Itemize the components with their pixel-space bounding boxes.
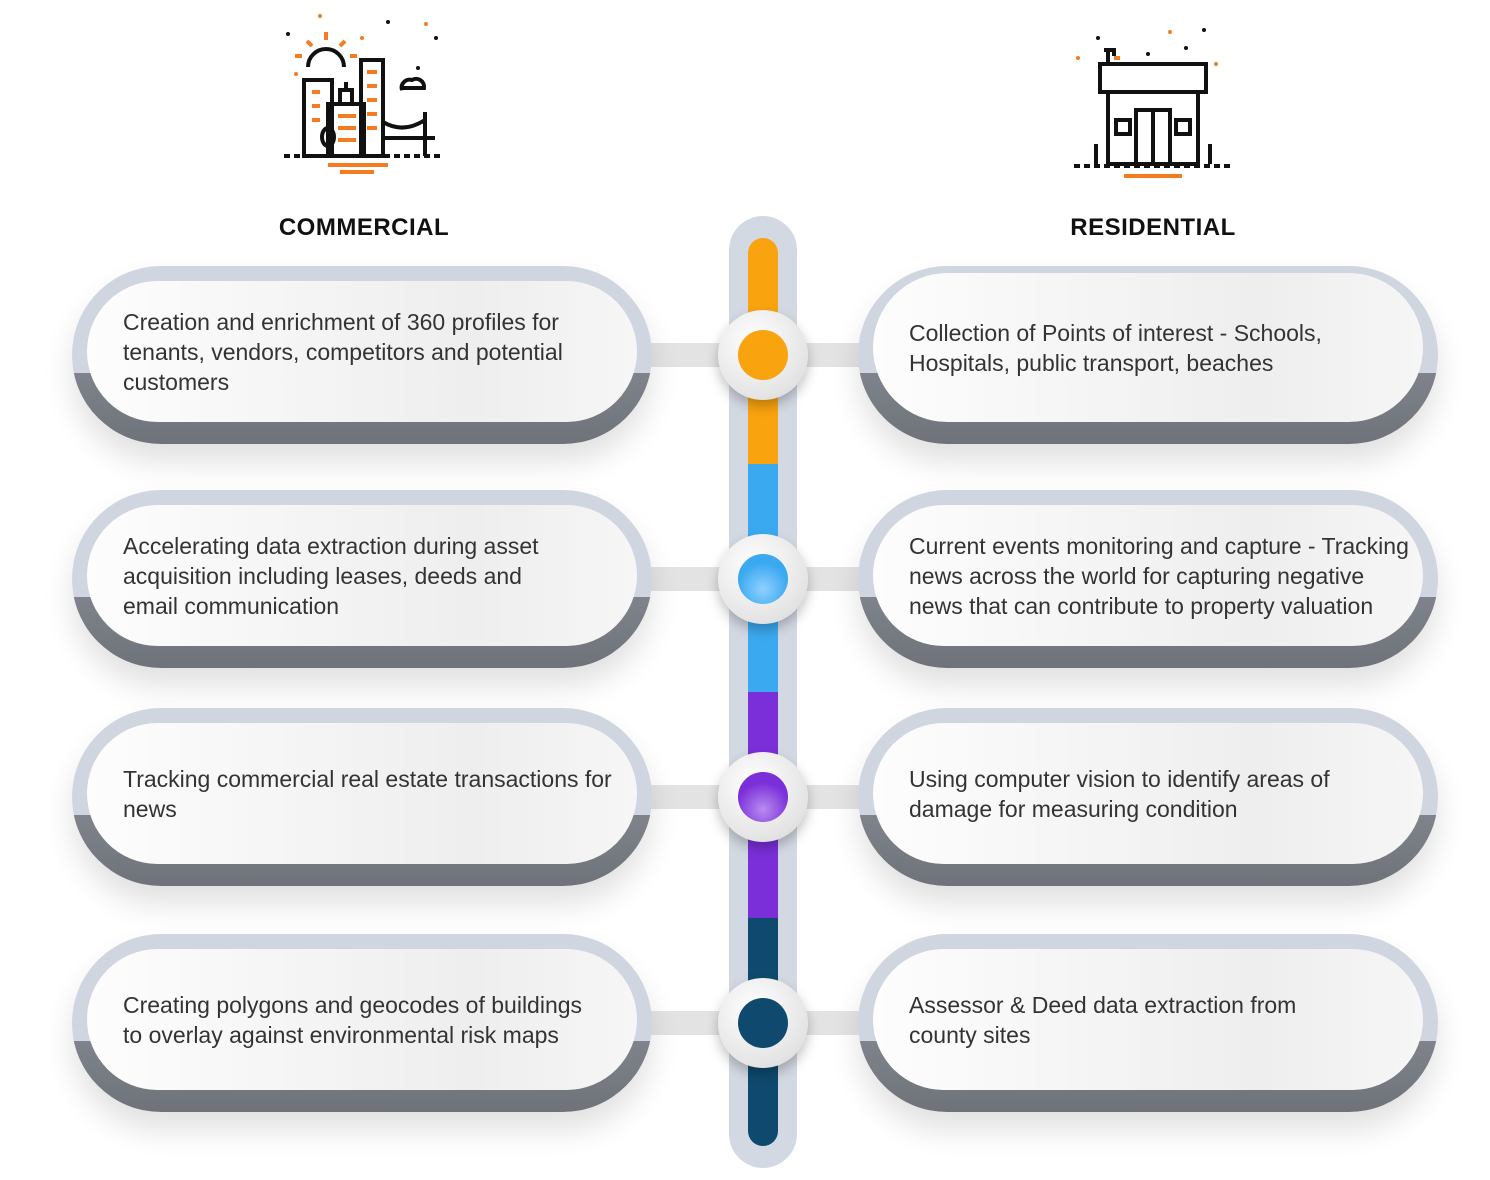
commercial-card-2: Accelerating data extraction during asse… [72, 490, 652, 668]
timeline-node-3 [718, 752, 808, 842]
card-text: Creation and enrichment of 360 profiles … [123, 308, 563, 395]
card-text: Current events monitoring and capture - … [909, 532, 1409, 619]
commercial-card-4: Creating polygons and geocodes of buildi… [72, 934, 652, 1112]
card-text: Collection of Points of interest - Schoo… [909, 319, 1322, 376]
commercial-card-1: Creation and enrichment of 360 profiles … [72, 266, 652, 444]
timeline-node-2 [718, 534, 808, 624]
card-text: Tracking commercial real estate transact… [123, 765, 612, 822]
house-icon [1074, 28, 1232, 178]
node-dot-purple [738, 772, 788, 822]
residential-heading: RESIDENTIAL [1070, 214, 1236, 241]
timeline-node-1 [718, 310, 808, 400]
card-text: Assessor & Deed data extraction from cou… [909, 991, 1297, 1048]
node-dot-orange [738, 330, 788, 380]
city-buildings-icon [284, 14, 444, 174]
commercial-heading: COMMERCIAL [278, 214, 450, 241]
residential-card-4: Assessor & Deed data extraction from cou… [858, 934, 1438, 1112]
residential-card-3: Using computer vision to identify areas … [858, 708, 1438, 886]
timeline-node-4 [718, 978, 808, 1068]
residential-card-1: Collection of Points of interest - Schoo… [858, 266, 1438, 444]
node-dot-blue [738, 554, 788, 604]
card-text: Creating polygons and geocodes of buildi… [123, 991, 583, 1048]
card-text: Using computer vision to identify areas … [909, 765, 1330, 822]
card-text: Accelerating data extraction during asse… [123, 532, 539, 619]
node-dot-navy [738, 998, 788, 1048]
residential-card-2: Current events monitoring and capture - … [858, 490, 1438, 668]
commercial-card-3: Tracking commercial real estate transact… [72, 708, 652, 886]
